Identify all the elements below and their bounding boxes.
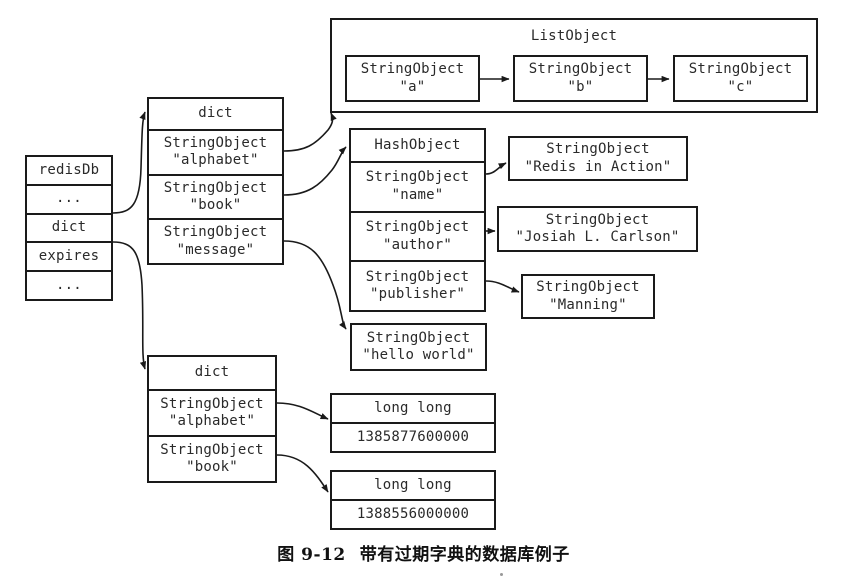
redisdb-row-ellipsis-top: ... — [27, 183, 111, 213]
keyspace-dict-header: dict — [198, 105, 233, 122]
figure-caption: 图 9-12 带有过期字典的数据库例子 — [0, 540, 847, 565]
expire-value-book-type: long long — [374, 476, 452, 493]
edge-expires-book-to-value — [276, 454, 329, 493]
hash-value-author-content: StringObject "Josiah L. Carlson" — [515, 211, 680, 246]
hash-object: HashObject StringObject "name" StringObj… — [349, 128, 486, 312]
message-string-object-content: StringObject "hello world" — [362, 329, 475, 364]
edge-redisdb-dict-to-keyspace — [112, 111, 146, 214]
list-node-a-content: StringObject "a" — [360, 61, 465, 95]
list-node-c-content: StringObject "c" — [688, 61, 793, 95]
expires-dict: dict StringObject "alphabet" StringObjec… — [147, 355, 277, 483]
expires-dict-entry-alphabet: StringObject "alphabet" — [149, 389, 275, 435]
redisdb-row-title: redisDb — [38, 161, 100, 178]
edge-name-to-redis-in-action — [485, 162, 507, 175]
hash-object-field-publisher: StringObject "publisher" — [351, 260, 484, 310]
keyspace-dict: dict StringObject "alphabet" StringObjec… — [147, 97, 284, 265]
figure-caption-number: 图 9-12 — [277, 545, 346, 565]
hash-value-publisher: StringObject "Manning" — [521, 274, 655, 319]
list-object-title: ListObject — [530, 28, 618, 44]
expire-value-alphabet-value: 1385877600000 — [332, 422, 494, 451]
keyspace-dict-entry-message: StringObject "message" — [149, 218, 282, 263]
expire-value-alphabet-type: long long — [374, 399, 452, 416]
list-node-a: StringObject "a" — [345, 55, 480, 102]
hash-object-header: HashObject — [374, 136, 461, 153]
page-speck — [500, 573, 503, 576]
hash-value-name-content: StringObject "Redis in Action" — [524, 141, 672, 175]
edge-expires-alphabet-to-value — [276, 402, 329, 420]
keyspace-dict-entry-book: StringObject "book" — [149, 173, 282, 219]
redisdb-row-ellipsis-bottom: ... — [27, 270, 111, 299]
expire-value-book: long long 1388556000000 — [330, 470, 496, 530]
expire-value-book-value: 1388556000000 — [332, 499, 494, 528]
expire-value-alphabet: long long 1385877600000 — [330, 393, 496, 453]
list-node-c: StringObject "c" — [673, 55, 808, 102]
redisdb-row-expires: expires — [27, 241, 111, 270]
redisdb-struct: redisDb ... dict expires ... — [25, 155, 113, 301]
hash-value-publisher-content: StringObject "Manning" — [536, 279, 640, 313]
figure-caption-text: 带有过期字典的数据库例子 — [359, 545, 570, 565]
edge-book-to-hashobject — [283, 146, 347, 196]
redisdb-row-dict: dict — [27, 212, 111, 242]
list-node-b-content: StringObject "b" — [528, 61, 633, 95]
expires-dict-header: dict — [194, 364, 230, 381]
edge-message-to-hello-world — [283, 240, 347, 330]
expires-dict-entry-book: StringObject "book" — [149, 435, 275, 481]
keyspace-dict-entry-alphabet: StringObject "alphabet" — [149, 129, 282, 174]
edge-alphabet-to-listobject — [283, 112, 337, 152]
list-node-b: StringObject "b" — [513, 55, 648, 102]
hash-object-field-author: StringObject "author" — [351, 210, 484, 261]
hash-value-name: StringObject "Redis in Action" — [508, 136, 688, 181]
hash-object-field-name: StringObject "name" — [351, 161, 484, 211]
message-string-object: StringObject "hello world" — [350, 323, 487, 371]
hash-value-author: StringObject "Josiah L. Carlson" — [497, 206, 698, 252]
edge-redisdb-expires-to-expiresdict — [112, 241, 147, 370]
edge-publisher-to-manning — [485, 280, 520, 293]
